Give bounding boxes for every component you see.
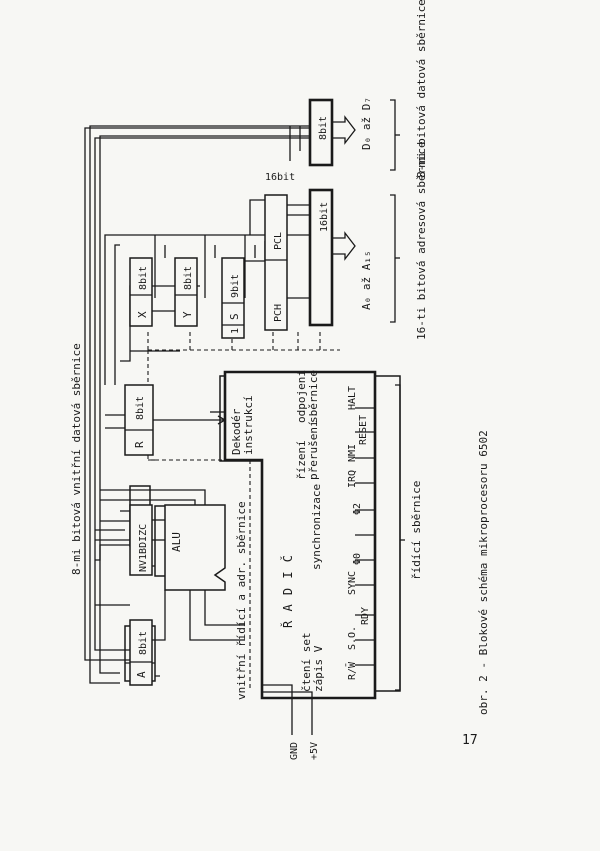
address-latch-box bbox=[308, 188, 334, 327]
internal-control-bus-label: vnitřní řídící a adr. sběrnice bbox=[235, 501, 248, 700]
control-sync: synchronizace bbox=[310, 484, 323, 570]
alu-box bbox=[164, 504, 226, 591]
register-y-box bbox=[174, 257, 198, 327]
register-pc-box bbox=[264, 194, 288, 331]
pin-reset: RESET bbox=[358, 415, 369, 445]
figure-caption: obr. 2 - Blokové schéma mikroprocesoru 6… bbox=[477, 430, 490, 715]
data-bus-bracket bbox=[390, 99, 400, 171]
pin-phi0: Φ0 bbox=[352, 553, 363, 565]
control-disc-1: odpojení bbox=[295, 370, 308, 423]
register-r-bits: 8bit bbox=[135, 396, 146, 420]
control-title: Ř A D I Č bbox=[280, 554, 295, 628]
pin-vcc: +5V bbox=[309, 742, 320, 760]
control-irq-1: řízení bbox=[295, 440, 308, 480]
pin-phi2: Φ2 bbox=[352, 503, 363, 515]
pin-rdy: RDY bbox=[360, 607, 371, 625]
register-a-box bbox=[129, 619, 153, 686]
address-bus-bracket bbox=[390, 194, 400, 323]
pin-nmi: NMI bbox=[347, 444, 358, 462]
control-pins bbox=[355, 407, 375, 666]
pc-bits-label: 16bit bbox=[265, 172, 295, 183]
r-to-decoder-arrow bbox=[153, 415, 227, 425]
page-space: A 8bit ALU NV1BDIZC R 8bit X 8bit bbox=[70, 0, 490, 760]
register-r-label: R bbox=[133, 441, 146, 448]
data-bus-arrow bbox=[332, 115, 356, 145]
register-a-label: A bbox=[135, 671, 148, 678]
internal-data-bus-label: 8-mi bitová vnitřní datová sběrnice bbox=[70, 343, 83, 575]
internal-data-bus-frame bbox=[84, 127, 320, 661]
register-s-bits: 9bit bbox=[230, 274, 241, 298]
register-s-label: S bbox=[228, 313, 241, 320]
pin-rw: R/W̄ bbox=[345, 661, 358, 680]
address-bus-label: 16-ti bitová adresová sběrnice bbox=[415, 141, 428, 340]
address-latch-bits: 16bit bbox=[319, 202, 330, 232]
register-s-box bbox=[221, 257, 245, 339]
address-bus-arrow bbox=[332, 231, 356, 261]
data-latch-box bbox=[308, 98, 334, 167]
alu-label: ALU bbox=[170, 532, 183, 552]
data-range-label: D₀ až D₇ bbox=[360, 97, 373, 150]
control-irq-2: přerušení bbox=[307, 420, 320, 480]
data-bus-label: 8-mi bitová datová sběrnice bbox=[415, 0, 428, 178]
pin-irq: IRQ bbox=[347, 470, 358, 488]
control-bus-label: řídící sběrnice bbox=[410, 481, 423, 580]
decoder-line2: instrukcí bbox=[242, 395, 255, 455]
register-pcl-label: PCL bbox=[273, 232, 284, 250]
control-rw-1: čtení set bbox=[300, 632, 313, 692]
register-x-bits: 8bit bbox=[138, 266, 149, 290]
pin-so: S.O. bbox=[347, 626, 358, 650]
page-number: 17 bbox=[462, 733, 478, 748]
register-x-box bbox=[129, 257, 153, 327]
control-disc-2: sběrnice bbox=[307, 370, 320, 423]
address-range-label: A₀ až A₁₅ bbox=[360, 250, 373, 310]
register-y-bits: 8bit bbox=[183, 266, 194, 290]
pin-gnd: GND bbox=[289, 742, 300, 760]
pin-halt: HALT bbox=[347, 386, 358, 410]
flags-label: NV1BDIZC bbox=[138, 524, 149, 572]
register-a-bits: 8bit bbox=[138, 631, 149, 655]
control-unit-box bbox=[223, 370, 377, 700]
decoder-line1: Dekodér bbox=[230, 408, 243, 455]
register-y-label: Y bbox=[181, 311, 194, 318]
control-bus-bracket bbox=[395, 384, 405, 691]
register-pch-label: PCH bbox=[273, 304, 284, 322]
data-latch-bits: 8bit bbox=[318, 116, 329, 140]
pin-sync: SYNC bbox=[347, 571, 358, 595]
register-to-latch-wires bbox=[249, 199, 310, 299]
alu-bus-wires bbox=[100, 489, 245, 641]
register-x-label: X bbox=[136, 311, 149, 318]
power-pins bbox=[262, 684, 313, 735]
register-s-prefix: 1 bbox=[230, 328, 241, 334]
control-rw-2: zápis V bbox=[312, 645, 325, 692]
